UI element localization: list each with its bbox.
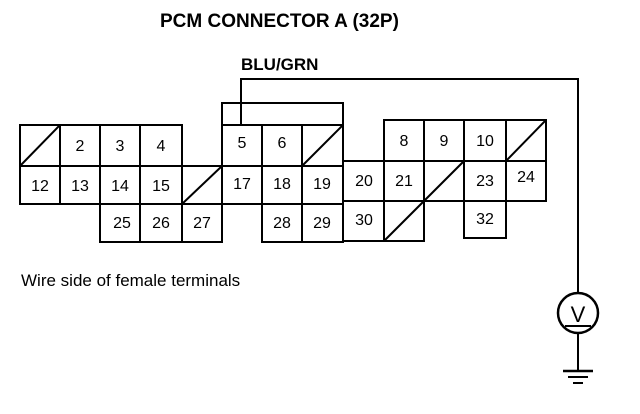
pin-label: 18 — [273, 176, 291, 193]
pin-cell-32 — [463, 200, 507, 239]
pin-label: 25 — [113, 215, 131, 232]
pin-label: 24 — [517, 169, 535, 186]
pin-cell-30 — [342, 200, 385, 242]
pin-label: 2 — [76, 138, 85, 155]
pin-cell-3 — [99, 124, 141, 167]
pin-labels: 2 3 4 5 6 8 9 10 12 13 14 15 17 18 19 20… — [31, 133, 535, 232]
pin-cell-24 — [505, 160, 547, 202]
connector-row-3 — [99, 200, 507, 243]
pin-label: 19 — [313, 176, 331, 193]
connector-latch — [221, 102, 344, 125]
pin-label: 17 — [233, 176, 251, 193]
pin-label: 20 — [355, 173, 373, 190]
pin-cell-10 — [463, 119, 507, 162]
pin-label: 8 — [400, 133, 409, 150]
pin-cell-13 — [59, 165, 101, 205]
terminal-side-caption: Wire side of female terminals — [21, 271, 240, 290]
pin-label: 32 — [476, 211, 494, 228]
pin-label: 26 — [152, 215, 170, 232]
pin-cell-8 — [383, 119, 425, 162]
pin-cell-28 — [261, 203, 303, 243]
connector-row-1 — [19, 119, 547, 167]
connector-row-2 — [19, 160, 547, 205]
voltmeter-icon: V — [556, 291, 600, 335]
pin-label: 12 — [31, 178, 49, 195]
pin-label: 10 — [476, 133, 494, 150]
pin-label: 21 — [395, 173, 413, 190]
pin-cell-19 — [301, 165, 344, 205]
pin-label: 23 — [476, 173, 494, 190]
ground-icon — [563, 333, 593, 384]
pin-cell-23 — [463, 160, 507, 202]
pin-label: 14 — [111, 178, 129, 195]
pin-label: 9 — [440, 133, 449, 150]
pin-cell-27 — [181, 203, 223, 243]
diagram-title: PCM CONNECTOR A (32P) — [160, 11, 399, 32]
pin-label: 28 — [273, 215, 291, 232]
pin-label: 4 — [157, 138, 166, 155]
pin-label: 29 — [313, 215, 331, 232]
pin-cell-21 — [383, 160, 425, 202]
pin-label: 6 — [278, 135, 287, 152]
pin-cell-26 — [139, 203, 183, 243]
pin-cell-12 — [19, 165, 61, 205]
pin-cell-4 — [139, 124, 183, 167]
wire-color-label: BLU/GRN — [241, 55, 318, 74]
pin-label: 30 — [355, 212, 373, 229]
pin-cell-29 — [301, 203, 344, 243]
pin-label: 15 — [152, 178, 170, 195]
pin-label: 27 — [193, 215, 211, 232]
pin-label: 13 — [71, 178, 89, 195]
voltmeter-symbol: V — [571, 302, 586, 327]
pin-label: 3 — [116, 138, 125, 155]
probe-wire — [240, 78, 579, 292]
pin-cell-6 — [261, 124, 303, 167]
pin-label: 5 — [238, 135, 247, 152]
